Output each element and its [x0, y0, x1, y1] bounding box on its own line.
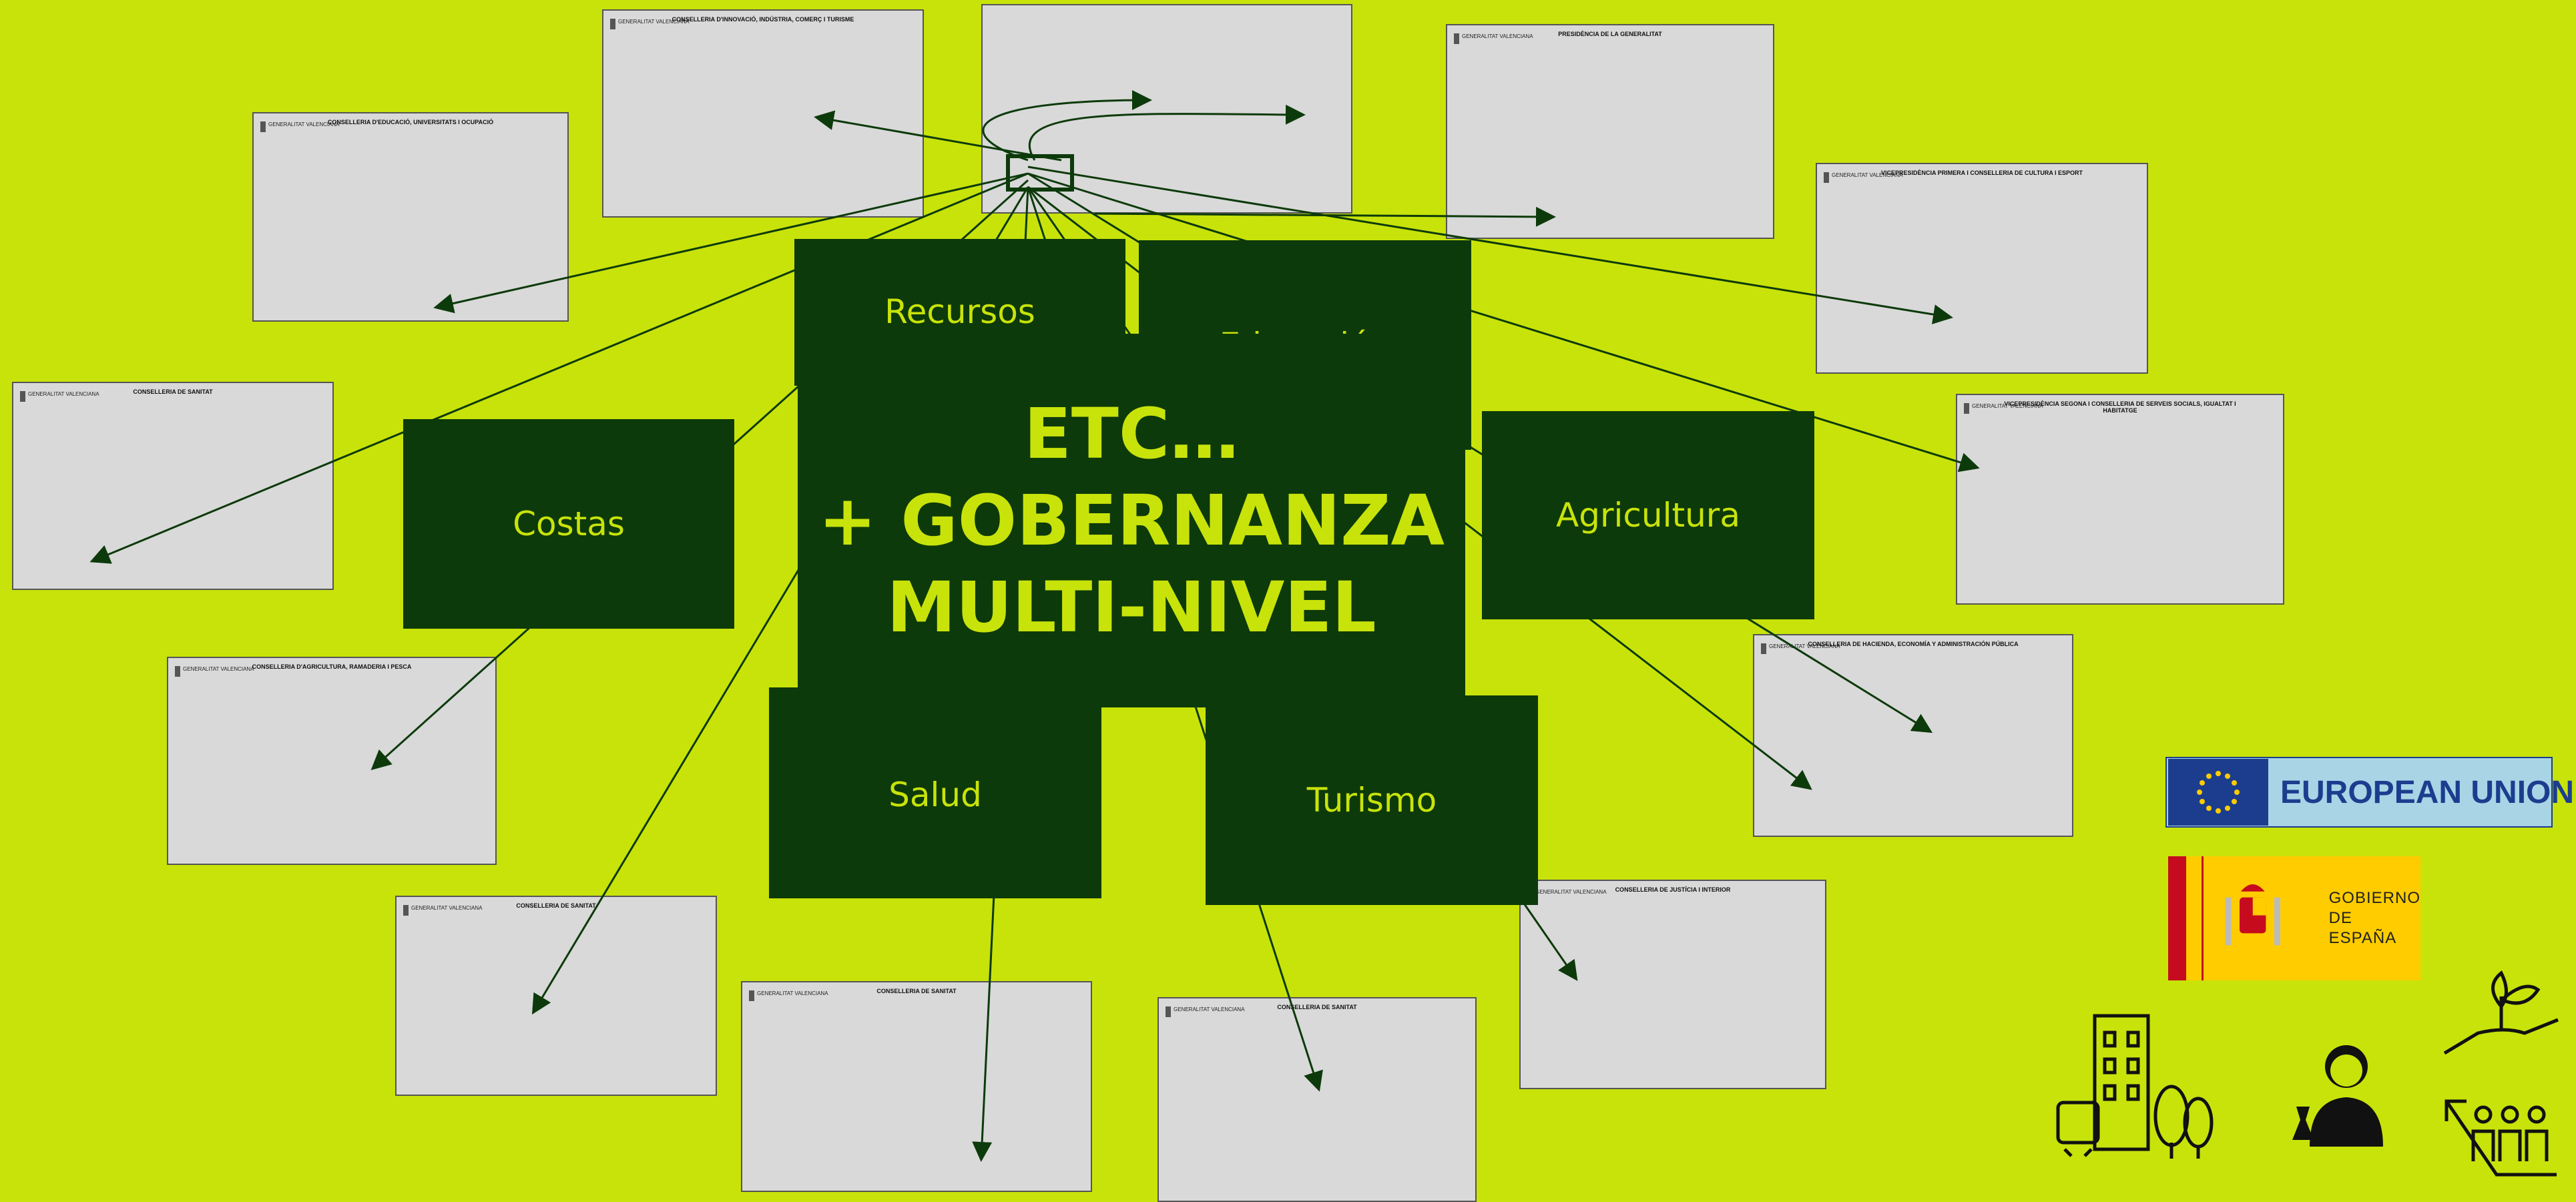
brand-label: GENERALITAT VALENCIANA: [610, 19, 690, 29]
org-card-agricultura: GENERALITAT VALENCIANA CONSELLERIA D'AGR…: [167, 657, 497, 865]
org-card-title: CONSELLERIA D'EDUCACIÓ, UNIVERSITATS I O…: [327, 119, 494, 125]
brand-label: GENERALITAT VALENCIANA: [260, 121, 340, 132]
sector-tile-turismo: Turismo: [1206, 695, 1538, 905]
city-sustainability-icon: [2056, 1014, 2214, 1159]
spain-label: GOBIERNO DE ESPAÑA: [2328, 889, 2420, 947]
eu-label: EUROPEAN UNION: [2280, 774, 2575, 810]
eu-flag-icon: [2168, 759, 2268, 826]
org-card-title: CONSELLERIA DE JUSTÍCIA I INTERIOR: [1615, 886, 1731, 893]
coat-of-arms-icon: [2225, 884, 2281, 946]
sector-tile-salud: Salud: [769, 687, 1101, 898]
org-card-title: CONSELLERIA D'INNOVACIÓ, INDÚSTRIA, COME…: [672, 16, 854, 23]
spain-government-logo: GOBIERNO DE ESPAÑA: [2168, 856, 2420, 980]
community-growth-icon: [2444, 1099, 2557, 1177]
org-card-title: CONSELLERIA DE SANITAT: [516, 902, 596, 909]
org-card-innovacio: GENERALITAT VALENCIANA CONSELLERIA D'INN…: [602, 9, 924, 218]
org-card-justicia: GENERALITAT VALENCIANA CONSELLERIA DE JU…: [1519, 880, 1826, 1089]
sector-tile-costas: Costas: [403, 419, 734, 629]
org-card-serveis-socials: GENERALITAT VALENCIANA VICEPRESIDÈNCIA S…: [1956, 394, 2284, 605]
brand-label: GENERALITAT VALENCIANA: [403, 905, 483, 916]
plant-in-hand-icon: [2443, 970, 2559, 1055]
org-card-sanitat-4: GENERALITAT VALENCIANA CONSELLERIA DE SA…: [1157, 997, 1477, 1202]
org-card-sanitat-1: GENERALITAT VALENCIANA CONSELLERIA DE SA…: [12, 382, 334, 590]
central-line-etc: ETC…: [1023, 393, 1240, 475]
org-card-sanitat-2: GENERALITAT VALENCIANA CONSELLERIA DE SA…: [395, 896, 717, 1096]
central-line-multinivel: MULTI-NIVEL: [886, 567, 1376, 648]
org-card-title: CONSELLERIA DE SANITAT: [1277, 1004, 1357, 1010]
org-card-title: VICEPRESIDÈNCIA PRIMERA I CONSELLERIA DE…: [1880, 170, 2083, 176]
org-card-title: CONSELLERIA DE HACIENDA, ECONOMÍA Y ADMI…: [1808, 641, 2019, 647]
brand-label: GENERALITAT VALENCIANA: [20, 391, 99, 402]
scientist-icon: [2292, 1045, 2383, 1147]
eu-logo: EUROPEAN UNION: [2165, 757, 2574, 828]
org-card-sanitat-3: GENERALITAT VALENCIANA CONSELLERIA DE SA…: [741, 981, 1092, 1192]
org-card-central: [981, 4, 1352, 214]
sector-tile-agricultura: Agricultura: [1482, 411, 1814, 619]
org-card-title: VICEPRESIDÈNCIA SEGONA I CONSELLERIA DE …: [2004, 400, 2236, 414]
org-card-educacio: GENERALITAT VALENCIANA CONSELLERIA D'EDU…: [252, 112, 569, 322]
org-card-title: CONSELLERIA D'AGRICULTURA, RAMADERIA I P…: [252, 663, 412, 670]
org-card-hisenda: GENERALITAT VALENCIANA CONSELLERIA DE HA…: [1753, 634, 2073, 837]
central-line-gobernanza: + GOBERNANZA: [818, 480, 1445, 561]
brand-label: GENERALITAT VALENCIANA: [1454, 33, 1533, 44]
brand-label: GENERALITAT VALENCIANA: [175, 666, 254, 677]
org-card-title: CONSELLERIA DE SANITAT: [876, 988, 957, 994]
org-card-title: PRESIDÈNCIA DE LA GENERALITAT: [1558, 31, 1662, 37]
org-card-cultura: GENERALITAT VALENCIANA VICEPRESIDÈNCIA P…: [1816, 163, 2148, 374]
central-message-box: ETC… + GOBERNANZA MULTI-NIVEL: [798, 334, 1465, 707]
org-card-presidencia: GENERALITAT VALENCIANA PRESIDÈNCIA DE LA…: [1446, 24, 1774, 239]
org-card-title: CONSELLERIA DE SANITAT: [133, 388, 213, 395]
